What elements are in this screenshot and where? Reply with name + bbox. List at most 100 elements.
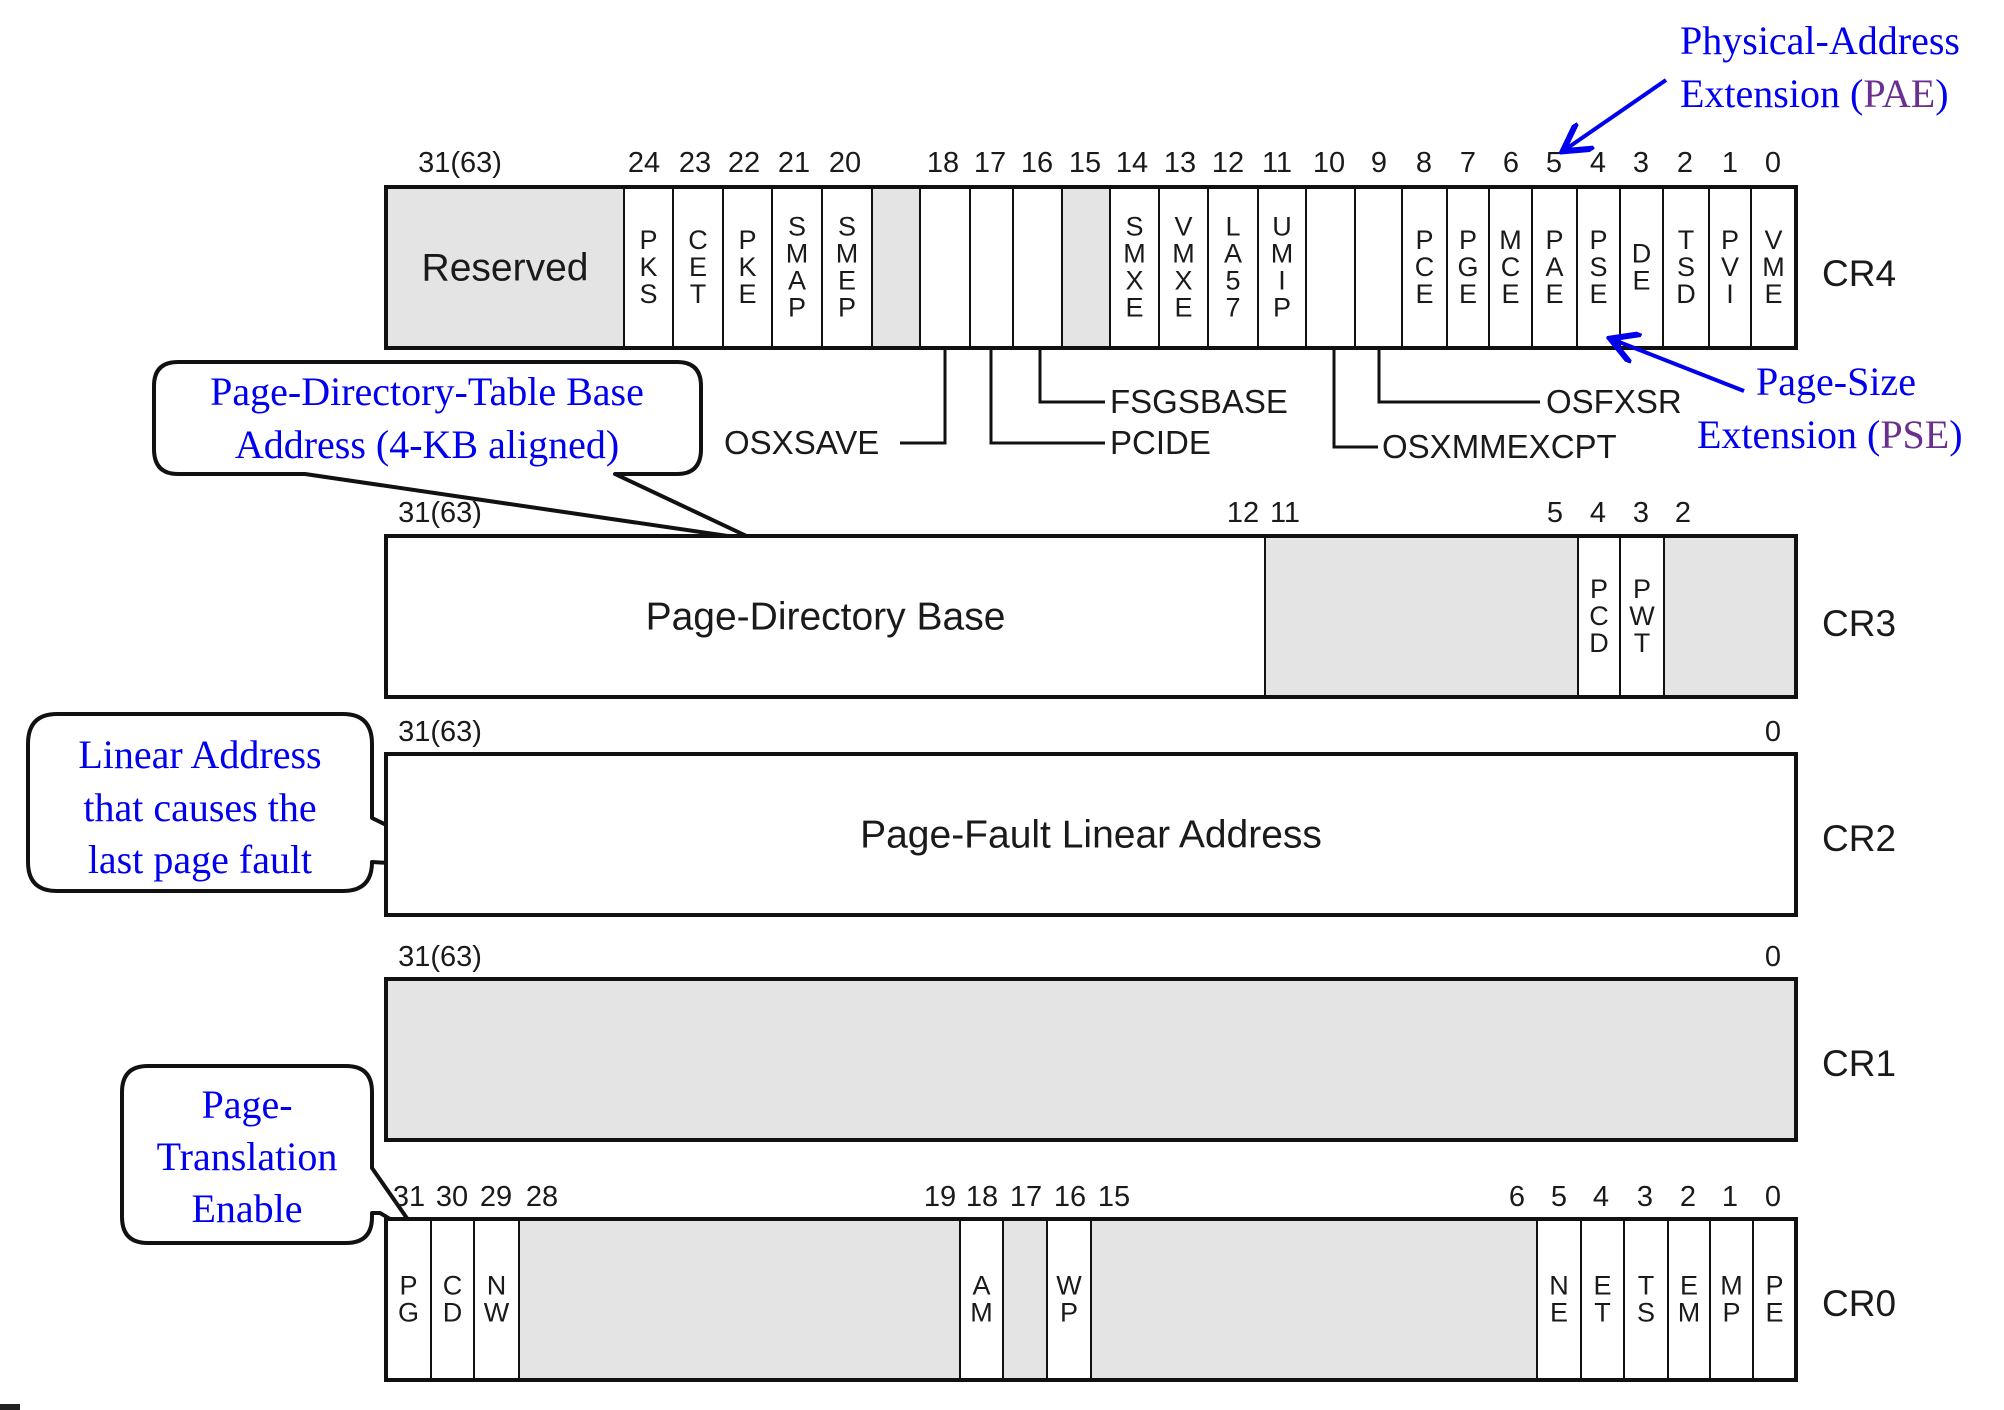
cr3-field-label: Page-Directory Base xyxy=(646,596,1006,639)
cr3-cell-bg xyxy=(1620,536,1664,697)
cr3-bit-number: 2 xyxy=(1675,497,1691,529)
cr4-field-label: Reserved xyxy=(422,247,589,290)
cr2-label: CR2 xyxy=(1822,818,1896,859)
cr3-field-bits-2-0 xyxy=(1663,536,1796,697)
cr0-frame xyxy=(384,1217,1798,1382)
cr4-cell-bg xyxy=(1258,187,1306,348)
cr0-callout-line2: Translation xyxy=(157,1134,338,1179)
fsgsbase-leader-label: FSGSBASE xyxy=(1110,383,1288,420)
pse-annotation-line1: Page-Size xyxy=(1756,359,1916,404)
cr0-bit-number: 17 xyxy=(1010,1181,1042,1213)
cr1-cell-bg xyxy=(386,979,1796,1140)
cr0-cell-bg xyxy=(1710,1219,1753,1380)
cr4-label: CR4 xyxy=(1822,253,1896,294)
cr4-cell-bg xyxy=(1489,187,1532,348)
cr2-bit-number: 0 xyxy=(1765,716,1781,748)
cr1-bit-number: 0 xyxy=(1765,941,1781,973)
cr4-bit-number: 14 xyxy=(1116,147,1148,179)
cr4-bit-number: 17 xyxy=(974,147,1006,179)
cr4-cell-bg xyxy=(1663,187,1709,348)
cr4-cell-bg xyxy=(1306,187,1355,348)
cr4-cell-bg xyxy=(1709,187,1751,348)
cr0-bit-number: 28 xyxy=(526,1181,558,1213)
cr4-bit-number: 5 xyxy=(1546,147,1562,179)
cr0-bit-number: 2 xyxy=(1680,1181,1696,1213)
pcide-leader-label: PCIDE xyxy=(1110,424,1211,461)
cr3-bit-number: 31(63) xyxy=(398,497,482,529)
cr3-callout-line2: Address (4-KB aligned) xyxy=(235,422,619,467)
cr0-cell-bg xyxy=(1091,1219,1537,1380)
cr4-cell-bg xyxy=(1110,187,1159,348)
pae-arrow xyxy=(1566,78,1668,149)
cr0-bit-number: 29 xyxy=(480,1181,512,1213)
cr3-bit-number: 11 xyxy=(1270,497,1300,529)
cr4-leader-lines: OSXSAVE PCIDE FSGSBASE OSXMMEXCPT OSFXSR xyxy=(724,348,1682,465)
cr4-frame xyxy=(384,185,1798,350)
cr2-callout-line3: last page fault xyxy=(88,837,312,882)
osxmmexcpt-leader-line xyxy=(1332,348,1378,449)
cr0-cell-bg xyxy=(1047,1219,1091,1380)
cr0-bit-number: 4 xyxy=(1593,1181,1609,1213)
cr2-field-label: Page-Fault Linear Address xyxy=(860,814,1322,857)
cr2-callout-line1: Linear Address xyxy=(78,732,321,777)
cr0-callout: Page- Translation Enable xyxy=(120,1064,422,1245)
cr0-cell-bg xyxy=(1537,1219,1581,1380)
cr0-bit-number: 6 xyxy=(1509,1181,1525,1213)
fsgsbase-leader-line xyxy=(1038,348,1105,404)
cr4-bit-number: 2 xyxy=(1677,147,1693,179)
cr4-field-bits-15 xyxy=(1061,187,1110,348)
cr0-bit-number: 18 xyxy=(966,1181,998,1213)
cr0-callout-line1: Page- xyxy=(201,1082,292,1127)
cr0-bit-number: 5 xyxy=(1551,1181,1567,1213)
cr0-bit-number: 30 xyxy=(436,1181,468,1213)
cr4-bit-number: 3 xyxy=(1633,147,1649,179)
cr4-cell-bg xyxy=(1062,187,1110,348)
cr0-cell-bg xyxy=(1753,1219,1796,1380)
edge-mark xyxy=(0,1404,20,1410)
cr4-field-bits-9 xyxy=(1354,187,1402,348)
cr0-bit-number: 15 xyxy=(1098,1181,1130,1213)
cr4-cell-bg xyxy=(920,187,970,348)
cr0-bit-number: 19 xyxy=(924,1181,956,1213)
osxmmexcpt-leader-label: OSXMMEXCPT xyxy=(1382,428,1617,465)
pcide-leader-line xyxy=(989,348,1105,445)
cr4-bit-number: 4 xyxy=(1590,147,1606,179)
cr4-bit-number: 15 xyxy=(1069,147,1101,179)
cr4-cell-bg xyxy=(1013,187,1062,348)
cr0-bit-number: 16 xyxy=(1054,1181,1086,1213)
cr2-cell-bg xyxy=(386,754,1796,915)
cr3-callout-bubble xyxy=(152,360,757,542)
cr4-bit-number: 22 xyxy=(728,147,760,179)
cr1-frame xyxy=(384,977,1798,1142)
